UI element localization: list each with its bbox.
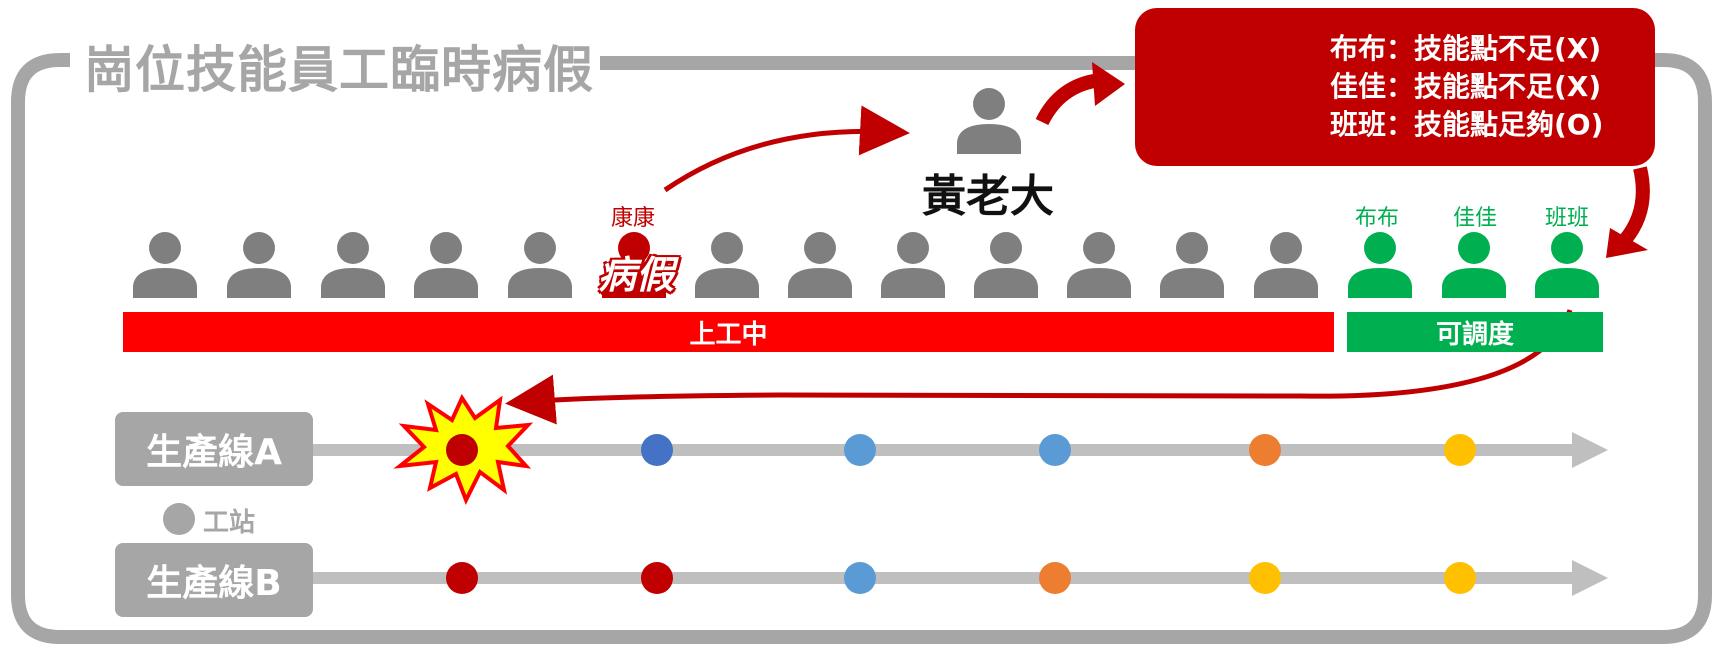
station-dot bbox=[641, 562, 673, 594]
worker-person-icon bbox=[1254, 232, 1318, 298]
station-dot bbox=[641, 434, 673, 466]
station-dot bbox=[1039, 434, 1071, 466]
standby-name-jiajia: 佳佳 bbox=[1453, 206, 1498, 231]
arrow-manager-to-system-head bbox=[1092, 62, 1125, 106]
production-line-b-label: 生產線B bbox=[115, 543, 313, 617]
skill-check-line-banban: 班班：技能點足夠(O) bbox=[1330, 108, 1604, 141]
standby-name-bubu: 布布 bbox=[1355, 206, 1400, 231]
manager-person-icon bbox=[957, 88, 1021, 154]
station-dot bbox=[1444, 434, 1476, 466]
sick-employee-person-icon bbox=[602, 232, 666, 298]
arrow-sick-to-manager bbox=[663, 105, 910, 193]
worker-person-icon bbox=[414, 232, 478, 298]
station-dot bbox=[844, 434, 876, 466]
outer-frame bbox=[11, 53, 1712, 644]
arrow-banban-to-line-a bbox=[505, 309, 1573, 425]
skill-check-list: 布布：技能點不足(X) 佳佳：技能點不足(X) 班班：技能點足夠(O) bbox=[1330, 30, 1603, 144]
line-a-arrowhead bbox=[1572, 432, 1608, 468]
production-line-a-label: 生產線A bbox=[115, 412, 313, 486]
worker-person-icon bbox=[974, 232, 1038, 298]
worker-person-icon bbox=[1067, 232, 1131, 298]
sick-employee-name: 康康 bbox=[611, 206, 656, 231]
station-dot bbox=[1249, 562, 1281, 594]
skill-check-line-jiajia: 佳佳：技能點不足(X) bbox=[1330, 70, 1602, 103]
station-legend-label: 工站 bbox=[203, 508, 256, 538]
station-dot bbox=[1444, 562, 1476, 594]
manager-name: 黃老大 bbox=[922, 171, 1054, 222]
station-legend-dot bbox=[163, 503, 195, 535]
line-b-arrowhead bbox=[1572, 560, 1608, 596]
skill-check-line-bubu: 布布：技能點不足(X) bbox=[1330, 32, 1602, 65]
station-dot bbox=[1249, 434, 1281, 466]
sick-leave-badge: 病假 bbox=[598, 253, 675, 297]
station-dot bbox=[1039, 562, 1071, 594]
station-dot bbox=[446, 434, 478, 466]
standby-name-banban: 班班 bbox=[1545, 206, 1590, 231]
page-title: 崗位技能員工臨時病假 bbox=[80, 30, 598, 102]
worker-person-icon bbox=[695, 232, 759, 298]
working-band: 上工中 bbox=[123, 312, 1334, 352]
worker-person-icon bbox=[788, 232, 852, 298]
station-dot bbox=[446, 562, 478, 594]
standby-person-icon-2 bbox=[1535, 232, 1599, 298]
arrow-system-to-banban bbox=[1619, 166, 1650, 245]
worker-person-icon bbox=[881, 232, 945, 298]
worker-person-icon bbox=[227, 232, 291, 298]
standby-person-icon-1 bbox=[1442, 232, 1506, 298]
worker-person-icon bbox=[508, 232, 572, 298]
standby-person-icon-0 bbox=[1348, 232, 1412, 298]
station-dot bbox=[844, 562, 876, 594]
dispatchable-band: 可調度 bbox=[1347, 312, 1603, 352]
arrow-system-to-banban-head bbox=[1606, 228, 1648, 258]
arrow-manager-to-system bbox=[1035, 73, 1102, 126]
worker-person-icon bbox=[321, 232, 385, 298]
worker-person-icon bbox=[133, 232, 197, 298]
worker-person-icon bbox=[1160, 232, 1224, 298]
skill-check-callout bbox=[1135, 8, 1655, 166]
